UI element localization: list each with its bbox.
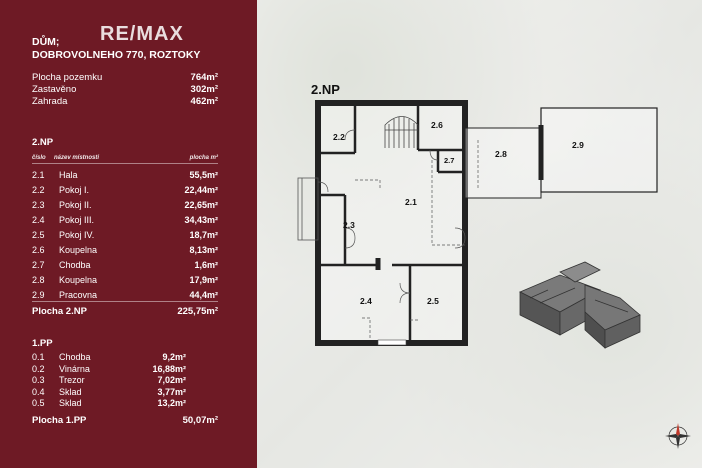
room-label: 2.8 <box>495 149 507 159</box>
section-title-2np: 2.NP <box>32 137 54 148</box>
floor-plan-walls <box>315 100 468 346</box>
room-label: 2.3 <box>343 220 355 230</box>
property-title-line1: DŮM; <box>32 36 60 48</box>
door-swings <box>317 129 466 304</box>
balcony <box>297 177 319 241</box>
aerial-photo-background <box>257 0 702 468</box>
compass-rose-icon <box>665 423 691 449</box>
room-label: 2.6 <box>431 120 443 130</box>
remax-logo: RE/MAX <box>100 23 184 45</box>
section-title-1pp: 1.PP <box>32 338 53 349</box>
room-label: 2.1 <box>405 197 417 207</box>
divider <box>32 163 218 164</box>
room-label: 2.5 <box>427 296 439 306</box>
floor-plan-interior-walls <box>318 103 465 343</box>
room-label: 2.7 <box>444 156 454 165</box>
dashed-guides <box>355 140 479 340</box>
divider <box>32 301 218 302</box>
plan-title: 2.NP <box>311 82 340 97</box>
floor-plan-annex <box>464 107 658 199</box>
property-title-line2: DOBROVOLNEHO 770, ROZTOKY <box>32 49 201 61</box>
exit-door <box>377 339 407 346</box>
room-label: 2.9 <box>572 140 584 150</box>
staircase <box>384 116 419 148</box>
room-label: 2.2 <box>333 132 345 142</box>
building-3d-model <box>519 261 641 349</box>
info-panel: RE/MAX DŮM; DOBROVOLNEHO 770, ROZTOKY Pl… <box>0 0 257 468</box>
room-label: 2.4 <box>360 296 372 306</box>
room-labels: 2.2 2.6 2.7 2.1 2.3 2.4 2.5 2.8 2.9 <box>333 120 584 306</box>
